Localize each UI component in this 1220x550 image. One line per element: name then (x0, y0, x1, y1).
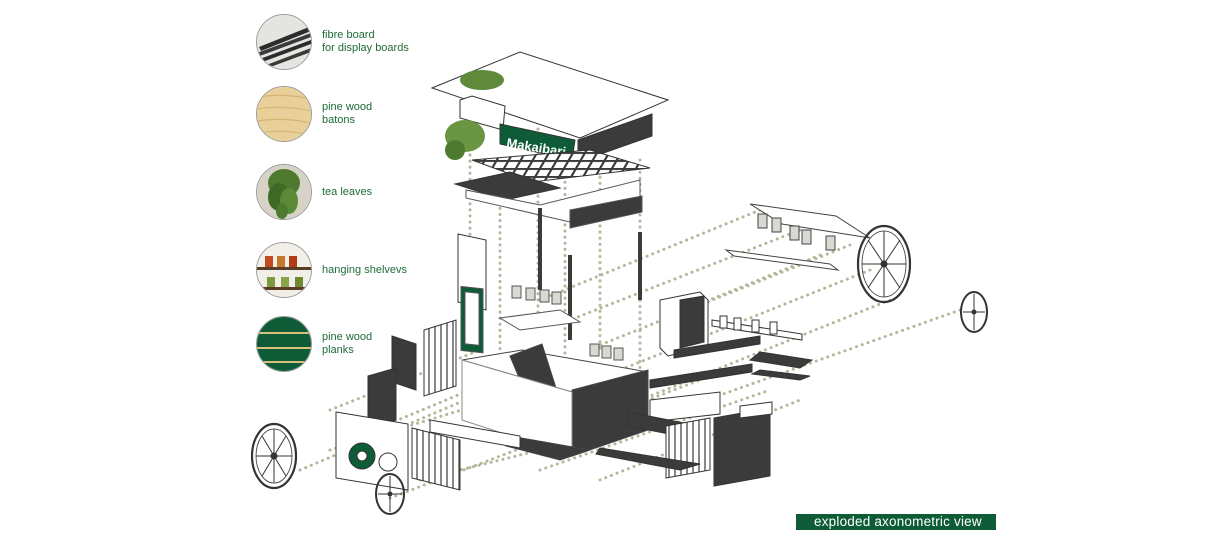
tea-leaves-icon (256, 164, 312, 220)
legend-label-pine-batons: pine wood batons (322, 101, 373, 126)
pine-batons-icon (256, 86, 312, 142)
legend-item-pine-batons: pine wood batons (256, 86, 372, 142)
legend-label-fibre-board: fibre board for display boards (322, 29, 409, 54)
pine-planks-icon (256, 316, 312, 372)
wheel-top-right (856, 224, 912, 304)
hanging-shelves-icon (256, 242, 312, 298)
fibre-board-icon (256, 14, 312, 70)
right-units (595, 291, 814, 487)
legend-label-hanging-shelves: hanging shelvevs (322, 263, 408, 276)
base-box (461, 343, 649, 461)
wheel-bottom (375, 473, 405, 515)
top-shelf (724, 203, 871, 271)
legend-item-fibre-board: fibre board for display boards (256, 14, 409, 70)
main-frame (457, 179, 643, 354)
legend-item-hanging-shelves: hanging shelvevs (256, 242, 407, 298)
wheels (250, 224, 988, 515)
legend-item-pine-planks: pine wood planks (256, 316, 372, 372)
view-caption: exploded axonometric view (796, 514, 996, 530)
wheel-left (250, 422, 298, 490)
roof-assembly: Makaibari (430, 51, 670, 201)
left-panels (335, 319, 521, 491)
legend-item-tea-leaves: tea leaves (256, 164, 372, 220)
wheel-right (960, 291, 988, 333)
legend-label-pine-planks: pine wood planks (322, 331, 373, 356)
legend-label-tea-leaves: tea leaves (322, 185, 373, 198)
